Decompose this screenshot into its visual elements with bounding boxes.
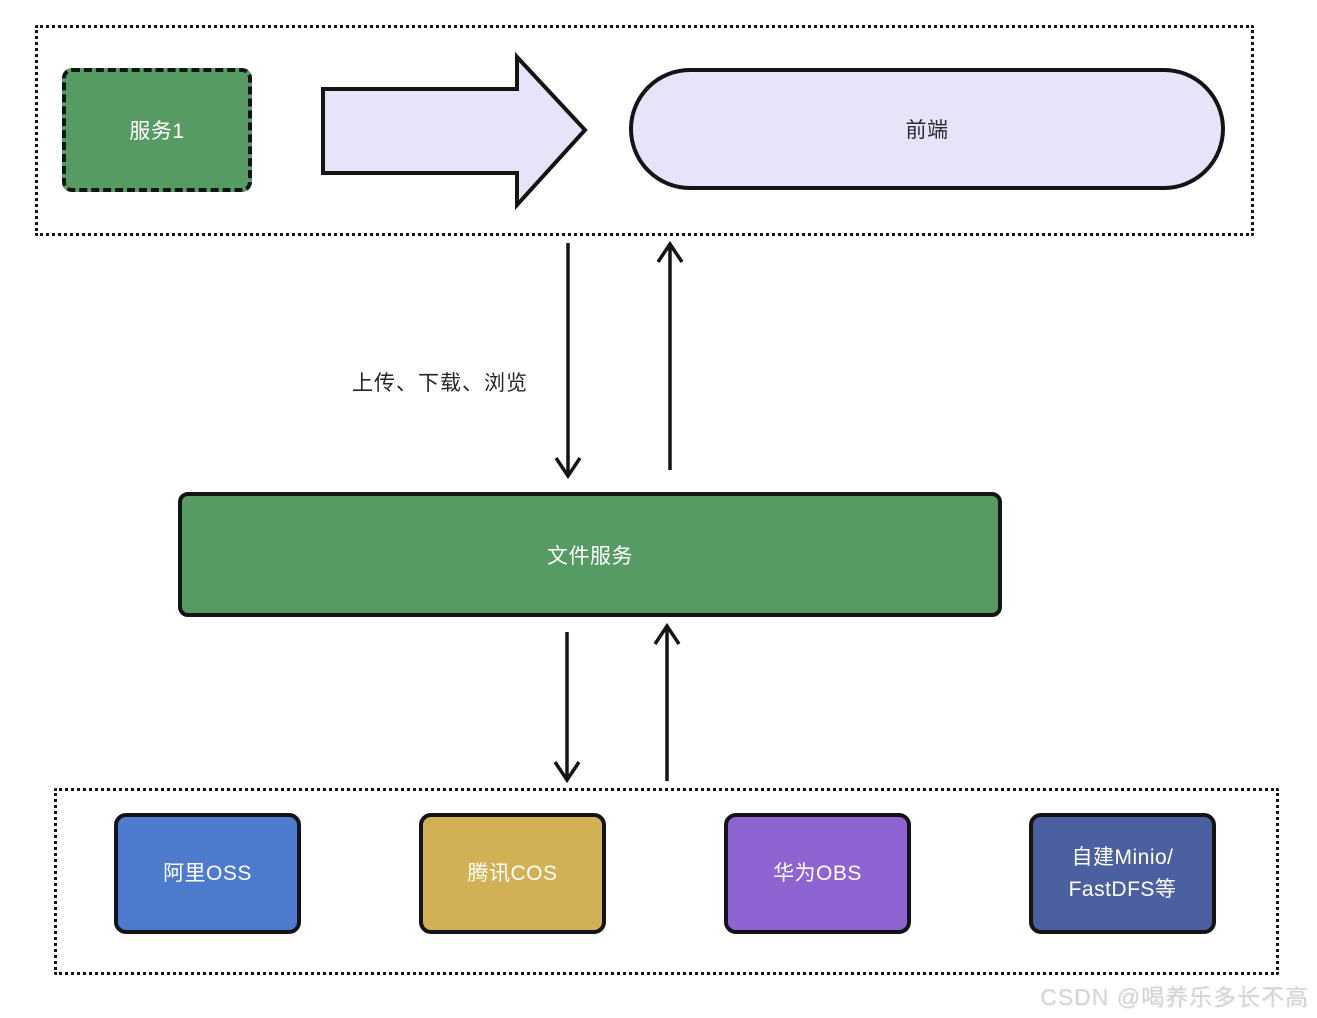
top-group-container [35, 25, 1254, 236]
frontend-label: 前端 [905, 119, 949, 142]
storage-label-selfhost-minio-fastdfs: 自建Minio/ FastDFS等 [1068, 846, 1177, 901]
file-service-node: 文件服务 [178, 492, 1002, 617]
storage-node-huawei-obs: 华为OBS [724, 813, 911, 934]
storage-label-aliyun-oss: 阿里OSS [163, 861, 252, 885]
fileservice-to-storage-down-arrow [553, 632, 581, 784]
storage-label-huawei-obs: 华为OBS [773, 861, 862, 885]
storage-node-tencent-cos: 腾讯COS [419, 813, 606, 934]
storage-node-aliyun-oss: 阿里OSS [114, 813, 301, 934]
csdn-watermark: CSDN @喝养乐多长不高 [1040, 984, 1309, 1010]
storage-node-selfhost-minio-fastdfs: 自建Minio/ FastDFS等 [1029, 813, 1216, 934]
frontend-to-fileservice-down-arrow [554, 243, 582, 480]
storage-group-container [54, 788, 1279, 975]
service1-label: 服务1 [129, 120, 185, 143]
storage-label-tencent-cos: 腾讯COS [467, 861, 558, 885]
flow-annotation: 上传、下载、浏览 [352, 372, 528, 395]
service1-node: 服务1 [62, 68, 252, 192]
file-service-label: 文件服务 [547, 544, 633, 568]
frontend-node: 前端 [629, 68, 1225, 190]
fileservice-to-frontend-up-arrow [656, 240, 684, 470]
storage-to-fileservice-up-arrow [653, 622, 681, 781]
